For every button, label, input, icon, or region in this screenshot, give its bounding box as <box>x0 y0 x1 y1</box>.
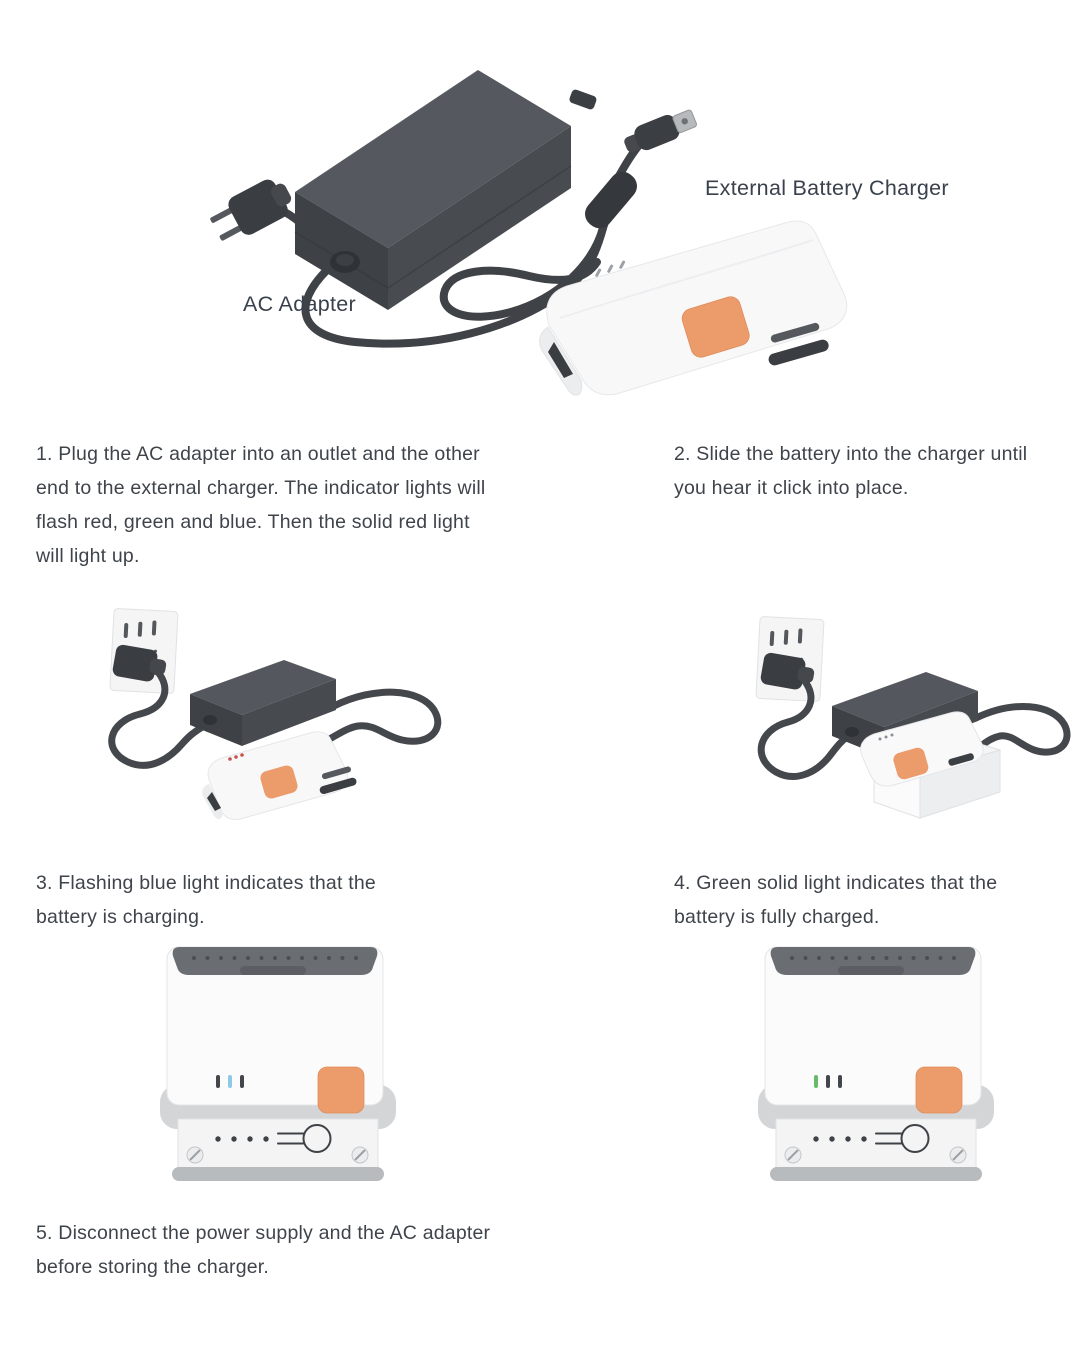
ac-adapter-label: AC Adapter <box>243 292 356 316</box>
screw-icon <box>784 1146 967 1164</box>
charger-edge-slot <box>948 753 974 766</box>
power-plug-icon <box>210 179 292 241</box>
battery-charging-scene <box>755 616 1071 819</box>
key-unlock-icon <box>277 1124 332 1153</box>
front-view-charged <box>758 946 994 1181</box>
step-line: will light up. <box>36 545 140 567</box>
battery-vent-strip <box>770 947 976 975</box>
step-5-text: 5. Disconnect the power supply and the A… <box>36 1216 576 1284</box>
ac-adapter-brick <box>190 660 336 746</box>
led-indicators <box>814 1075 842 1088</box>
step-line: 4. Green solid light indicates that the <box>674 872 998 894</box>
vent-dots <box>192 956 358 960</box>
latch-button <box>915 1066 963 1114</box>
battery-handle <box>838 966 904 975</box>
external-battery-charger-label: External Battery Charger <box>705 176 949 200</box>
adapter-socket-stub <box>569 89 597 110</box>
step-3-text: 3. Flashing blue light indicates that th… <box>36 866 456 934</box>
latch-button <box>260 765 298 799</box>
step-line: before storing the charger. <box>36 1256 270 1278</box>
charger-foot-slots <box>319 766 357 794</box>
vent-dots <box>790 956 956 960</box>
battery-charger-device <box>202 731 357 821</box>
battery-vent-strip <box>172 947 378 975</box>
step-4-text: 4. Green solid light indicates that the … <box>674 866 1080 934</box>
step-line: 1. Plug the AC adapter into an outlet an… <box>36 443 480 465</box>
step-line: battery is charging. <box>36 906 205 928</box>
charger-base <box>770 1167 982 1181</box>
power-plug-icon <box>760 652 815 690</box>
ferrite-bead <box>585 171 637 229</box>
power-cable <box>108 668 442 769</box>
battery-charger-device <box>860 711 984 787</box>
latch-button <box>893 747 929 780</box>
led-indicators <box>595 260 626 277</box>
front-view-charging <box>160 946 396 1181</box>
dc-connector-icon <box>624 109 697 153</box>
ac-adapter-brick <box>294 70 572 310</box>
step-line: battery is fully charged. <box>674 906 880 928</box>
step-1-text: 1. Plug the AC adapter into an outlet an… <box>36 437 556 573</box>
charger-base <box>172 1167 384 1181</box>
latch-button <box>317 1066 365 1114</box>
step-line: you hear it click into place. <box>674 477 909 499</box>
step-line: 3. Flashing blue light indicates that th… <box>36 872 376 894</box>
charger-foot-slots <box>768 322 829 366</box>
battery-handle <box>240 966 306 975</box>
step-2-text: 2. Slide the battery into the charger un… <box>674 437 1080 505</box>
key-unlock-icon <box>875 1124 930 1153</box>
screw-icon <box>186 1146 369 1164</box>
charger-front-face <box>177 1118 379 1172</box>
led-indicators <box>878 733 894 741</box>
charge-level-dots <box>813 1136 867 1142</box>
step-line: 2. Slide the battery into the charger un… <box>674 443 1028 465</box>
led-indicators-red <box>228 753 244 761</box>
latch-button <box>681 296 750 358</box>
charger-front-face <box>775 1118 977 1172</box>
led-indicators <box>216 1075 244 1088</box>
hero-illustration <box>210 70 848 396</box>
battery-charger-device <box>539 220 848 396</box>
step-line: end to the external charger. The indicat… <box>36 477 486 499</box>
power-plug-icon <box>112 644 167 682</box>
step-line: flash red, green and blue. Then the soli… <box>36 511 470 533</box>
charger-plugged-scene <box>108 608 442 821</box>
charge-level-dots <box>215 1136 269 1142</box>
step-line: 5. Disconnect the power supply and the A… <box>36 1222 491 1244</box>
power-cable <box>757 676 1071 780</box>
